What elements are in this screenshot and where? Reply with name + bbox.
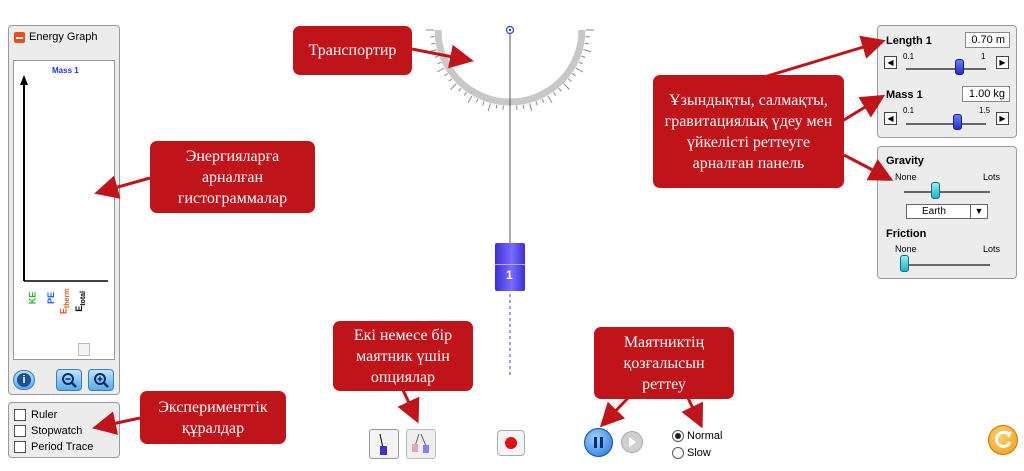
protractor-tick — [458, 87, 462, 92]
protractor-tick — [431, 42, 436, 45]
gravity-label: Gravity — [886, 155, 924, 167]
energy-graph-toggle[interactable] — [14, 32, 25, 43]
clear-graph-icon[interactable] — [78, 343, 90, 356]
one-pendulum-icon — [379, 433, 387, 455]
stopwatch-checkbox[interactable]: Stopwatch — [14, 425, 82, 438]
pendulum-label: 1 — [506, 268, 513, 282]
protractor-tick — [581, 55, 586, 58]
energy-graph-panel: Energy Graph Mass 1 KE PE Etherm Etotal … — [8, 25, 120, 395]
period-trace-checkbox[interactable]: Period Trace — [14, 441, 93, 454]
callout-panel: Ұзындықты, салмақты, гравитациялық үдеу … — [653, 75, 844, 188]
graph-axis — [20, 75, 108, 282]
speed-slow-radio[interactable]: Slow — [672, 447, 711, 460]
protractor-tick — [547, 95, 553, 103]
protractor-tick — [522, 104, 525, 109]
energy-graph-area: Mass 1 KE PE Etherm Etotal — [13, 60, 115, 360]
record-button[interactable] — [497, 430, 525, 456]
length-label: Length 1 — [886, 35, 932, 47]
info-button[interactable]: i — [13, 370, 35, 390]
reset-button[interactable] — [988, 425, 1018, 455]
protractor-tick — [584, 42, 589, 45]
pendulum-string — [505, 25, 515, 375]
callout-motion: Маятниктің қозғалысын реттеу — [594, 327, 734, 399]
protractor-tick — [434, 55, 439, 58]
length-decrease-button[interactable]: ◀ — [884, 56, 897, 69]
protractor-tick — [475, 98, 479, 103]
ruler-checkbox[interactable]: Ruler — [14, 409, 57, 422]
protractor-tick — [487, 103, 491, 112]
protractor-tick — [563, 83, 570, 90]
mass-track — [906, 123, 986, 125]
friction-max: Lots — [983, 244, 1001, 254]
speed-normal-radio[interactable]: Normal — [672, 430, 722, 443]
pause-icon — [594, 437, 597, 448]
mass-label: Mass 1 — [886, 89, 923, 101]
protractor-tick — [567, 78, 572, 82]
mass-increase-button[interactable]: ▶ — [996, 112, 1009, 125]
step-button[interactable] — [621, 431, 643, 453]
protractor-tick — [448, 78, 453, 82]
length-track — [906, 68, 986, 70]
friction-label: Friction — [886, 228, 927, 240]
zoom-in-icon — [94, 373, 109, 388]
tools-panel: Ruler Stopwatch Period Trace — [8, 402, 120, 458]
protractor-tick — [463, 91, 467, 96]
length-mass-panel: Length 1 0.70 m ◀ 0.1 1 ▶ Mass 1 1.00 kg… — [877, 25, 1017, 138]
callout-pendulum-options: Екі немесе бір маятник үшін опциялар — [333, 321, 473, 391]
step-icon — [629, 437, 636, 447]
zoom-out-icon — [62, 373, 77, 388]
mass-value[interactable]: 1.00 kg — [962, 86, 1010, 102]
two-pendulums-icon — [412, 433, 429, 453]
length-increase-button[interactable]: ▶ — [996, 56, 1009, 69]
gravity-slider-thumb[interactable] — [931, 182, 941, 199]
protractor-tick — [571, 73, 576, 77]
pause-button[interactable] — [584, 428, 613, 457]
pendulum-mass[interactable]: 1 — [495, 243, 525, 291]
length-max: 1 — [981, 52, 986, 61]
protractor-tick — [444, 73, 449, 77]
mass-slider-thumb[interactable] — [952, 114, 962, 130]
gravity-min: None — [895, 172, 917, 182]
callout-tools: Эксперименттік құралдар — [140, 391, 286, 444]
length-slider-thumb[interactable] — [955, 59, 965, 75]
friction-track — [904, 264, 990, 266]
protractor-tick — [437, 67, 445, 73]
planet-select[interactable]: Earth ▼ — [906, 204, 988, 219]
friction-min: None — [895, 244, 917, 254]
two-pendulums-button[interactable] — [406, 429, 436, 459]
zoom-out-button[interactable] — [56, 369, 82, 391]
mass-decrease-button[interactable]: ◀ — [884, 112, 897, 125]
callout-energy: Энергияларға арналған гистограммалар — [150, 141, 315, 213]
callout-protractor: Транспортир — [293, 26, 412, 75]
chevron-down-icon: ▼ — [970, 205, 987, 218]
protractor-tick — [467, 95, 473, 103]
length-value[interactable]: 0.70 m — [965, 32, 1010, 48]
protractor-tick — [529, 103, 533, 112]
protractor-tick — [482, 101, 485, 106]
length-min: 0.1 — [903, 52, 915, 61]
info-icon: i — [17, 373, 31, 387]
friction-slider-thumb[interactable] — [899, 255, 909, 272]
one-pendulum-button[interactable] — [369, 429, 399, 459]
gravity-friction-panel: Gravity None Lots Earth ▼ Friction None … — [877, 146, 1017, 279]
protractor-tick — [578, 61, 583, 65]
graph-mass-label: Mass 1 — [52, 66, 79, 75]
protractor-tick — [553, 91, 557, 96]
mass-max: 1.5 — [979, 106, 991, 115]
protractor-tick — [450, 83, 457, 90]
protractor-tick — [575, 67, 583, 73]
refresh-icon — [995, 430, 1012, 448]
energy-graph-title: Energy Graph — [29, 31, 98, 43]
record-icon — [505, 437, 517, 449]
protractor-tick — [535, 101, 538, 106]
protractor-tick — [583, 49, 592, 53]
protractor-tick — [437, 61, 442, 65]
protractor-tick — [558, 87, 562, 92]
protractor-tick — [495, 104, 498, 109]
zoom-in-button[interactable] — [88, 369, 114, 391]
gravity-max: Lots — [983, 172, 1001, 182]
mass-min: 0.1 — [903, 106, 915, 115]
protractor-tick — [541, 98, 545, 103]
gravity-track — [904, 191, 990, 193]
